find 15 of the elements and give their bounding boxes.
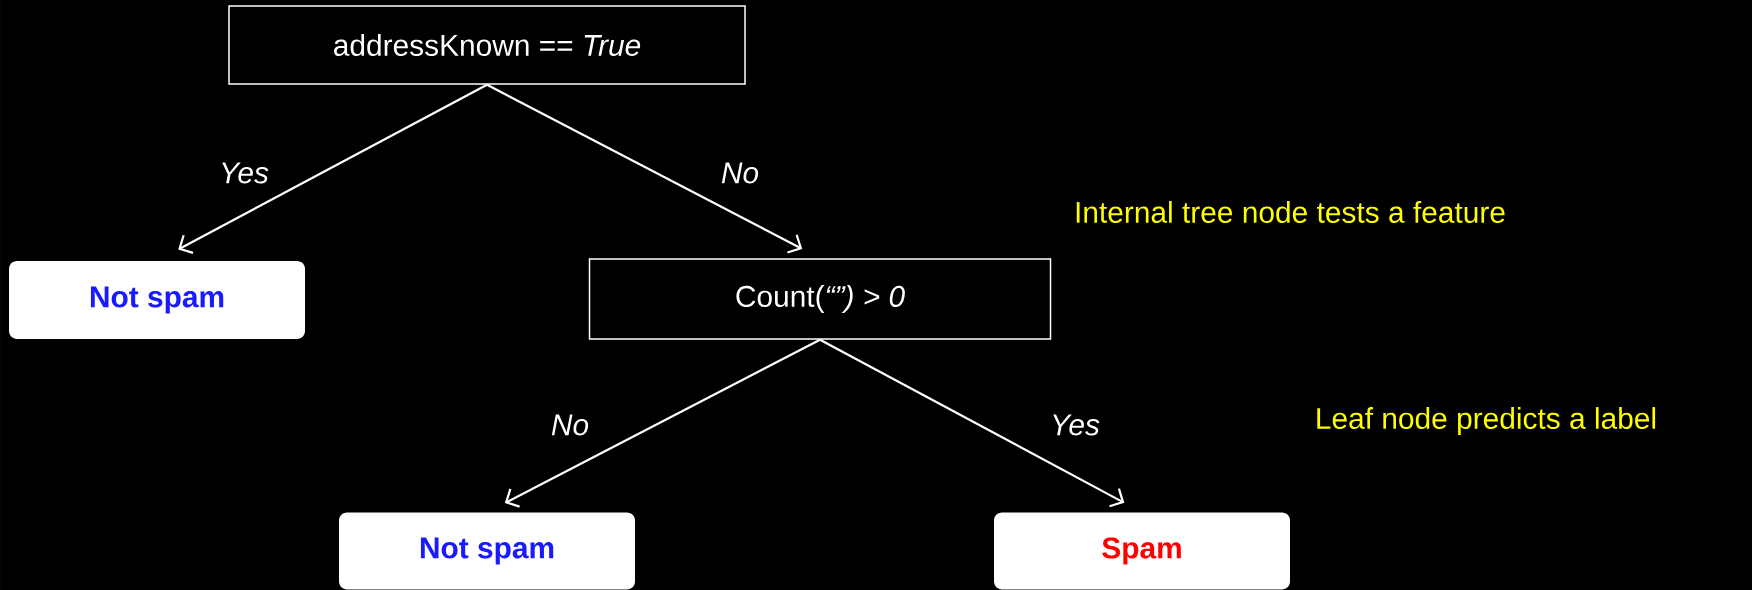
leaf-box: Not spam xyxy=(339,512,635,590)
leaf-box: Not spam xyxy=(9,261,305,339)
arrow xyxy=(486,83,803,254)
arrow xyxy=(178,83,488,254)
arrow xyxy=(504,338,821,508)
leaf-box: Spam xyxy=(994,512,1290,590)
test-box: addressKnown == True xyxy=(228,5,746,85)
edge-label: Yes xyxy=(1053,414,1100,436)
edge-label: No xyxy=(551,414,589,436)
test-box: Count(“”) > 0 xyxy=(588,258,1052,340)
edge-label: Yes xyxy=(222,162,269,184)
arrow xyxy=(819,338,1125,508)
annotation: Leaf node predicts a label xyxy=(1317,407,1656,435)
annotation: Internal tree node tests a feature xyxy=(1076,201,1505,223)
edge-label: No xyxy=(721,162,759,184)
